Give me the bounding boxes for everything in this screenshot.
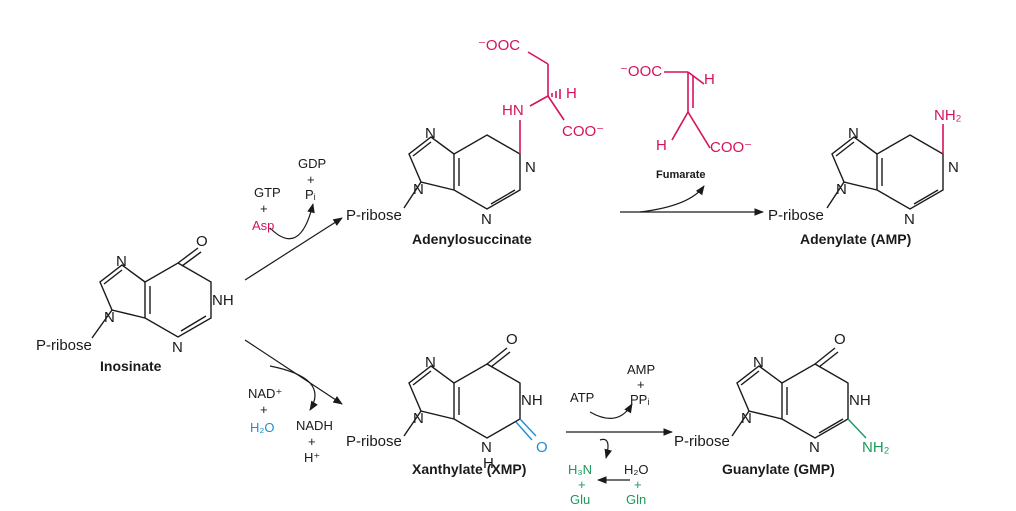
hplus-label: H⁺ — [304, 450, 320, 465]
gdp-label: GDP — [298, 156, 326, 171]
h3n-label: H₃N — [568, 462, 592, 477]
inosinate-n1h: NH — [212, 292, 234, 309]
adenylosuccinate-n7: N — [425, 125, 436, 142]
h2o-label: H₂O — [250, 420, 275, 435]
adenylosuccinate-n9: N — [413, 181, 424, 198]
xanthylate-n7: N — [425, 354, 436, 371]
adenylosuccinate-sugar: P-ribose — [346, 207, 402, 224]
xanthylate-n1h: NH — [521, 392, 543, 409]
adenylate-structure: NH₂ N N N N P-ribose Adenylate (AMP) — [768, 107, 962, 247]
guanylate-nh2: NH₂ — [862, 439, 890, 456]
gln-label: Gln — [626, 492, 646, 507]
inosinate-name: Inosinate — [100, 358, 162, 374]
xanthylate-structure: O O NH N H N N P-ribose Xanthylate (XMP) — [346, 331, 548, 477]
adenylosuccinate-name: Adenylosuccinate — [412, 231, 532, 247]
adenylosuccinate-ooc: ⁻OOC — [478, 37, 520, 54]
guanylate-n3: N — [809, 439, 820, 456]
xanthylate-n3: N — [481, 439, 492, 456]
xanthylate-n9: N — [413, 410, 424, 427]
adenylate-name: Adenylate (AMP) — [800, 231, 911, 247]
adenylate-n7: N — [848, 125, 859, 142]
fumarate-h-top: H — [704, 71, 715, 88]
atp-label: ATP — [570, 390, 594, 405]
plus-label: + — [260, 402, 268, 417]
adenylate-n9: N — [836, 181, 847, 198]
plus-label: + — [260, 201, 268, 216]
plus-label: + — [634, 477, 642, 492]
guanylate-structure: O NH N N N NH₂ P-ribose Guanylate (GMP) — [674, 331, 890, 477]
adenylosuccinate-n3: N — [481, 211, 492, 228]
fumarate-h-bottom: H — [656, 137, 667, 154]
adenylosuccinate-coo: COO⁻ — [562, 123, 604, 140]
fumarate-name: Fumarate — [656, 169, 706, 181]
h2o-label: H₂O — [624, 462, 649, 477]
xanthylate-sugar: P-ribose — [346, 433, 402, 450]
asp-label: Asp — [252, 218, 274, 233]
inosinate-n3: N — [172, 339, 183, 356]
amp-label: AMP — [627, 362, 655, 377]
plus-label: + — [637, 377, 645, 392]
reaction-arrow-to-adenylosuccinate: GTP + Asp GDP + Pᵢ — [244, 156, 343, 281]
adenylate-n1: N — [948, 159, 959, 176]
adenylosuccinate-structure: H ⁻OOC HN COO⁻ N N N N P-ribose Adenylos… — [346, 37, 604, 247]
ppi-label: PPᵢ — [630, 392, 649, 407]
pi-label: Pᵢ — [305, 187, 316, 202]
inosinate-sugar: P-ribose — [36, 337, 92, 354]
adenylosuccinate-n1: N — [525, 159, 536, 176]
hashed-wedge — [551, 89, 561, 99]
plus-label: + — [307, 172, 315, 187]
guanylate-n9: N — [741, 410, 752, 427]
guanylate-c6-o: O — [834, 331, 846, 348]
adenylate-nh2: NH₂ — [934, 107, 962, 124]
plus-label: + — [308, 434, 316, 449]
inosinate-carbonyl-o: O — [196, 233, 208, 250]
xanthylate-c6-o: O — [506, 331, 518, 348]
guanylate-name: Guanylate (GMP) — [722, 461, 835, 477]
fumarate-structure: ⁻OOC H H COO⁻ Fumarate — [620, 63, 752, 181]
gtp-label: GTP — [254, 185, 281, 200]
nadh-label: NADH — [296, 418, 333, 433]
guanylate-n1h: NH — [849, 392, 871, 409]
adenylosuccinate-hn: HN — [502, 102, 524, 119]
plus-label: + — [578, 477, 586, 492]
guanylate-sugar: P-ribose — [674, 433, 730, 450]
inosinate-n7: N — [116, 253, 127, 270]
adenylate-sugar: P-ribose — [768, 207, 824, 224]
inosinate-structure: O NH N N N P-ribose Inosinate — [36, 233, 234, 374]
nad-label: NAD⁺ — [248, 386, 282, 401]
reaction-arrow-to-adenylate — [620, 185, 764, 216]
xanthylate-n3-h: H — [483, 455, 494, 472]
reaction-arrow-to-guanylate: ATP AMP + PPᵢ H₃N + Glu H₂O + Gln — [566, 362, 673, 507]
xanthylate-name: Xanthylate (XMP) — [412, 461, 526, 477]
xanthylate-c2-o: O — [536, 439, 548, 456]
adenylosuccinate-h: H — [566, 85, 577, 102]
fumarate-coo: COO⁻ — [710, 139, 752, 156]
guanylate-n7: N — [753, 354, 764, 371]
adenylate-n3: N — [904, 211, 915, 228]
reaction-arrow-to-xanthylate: NAD⁺ + H₂O NADH + H⁺ — [244, 339, 343, 465]
glu-label: Glu — [570, 492, 590, 507]
inosinate-n9: N — [104, 309, 115, 326]
fumarate-ooc: ⁻OOC — [620, 63, 662, 80]
